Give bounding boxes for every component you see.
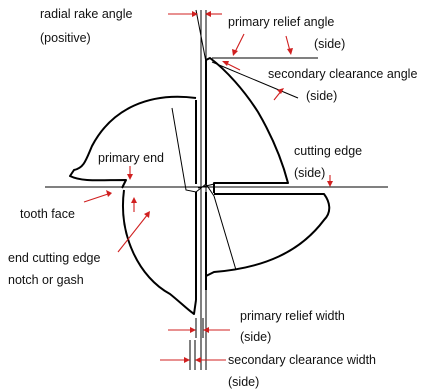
label-cutting-edge: cutting edge (294, 144, 362, 158)
tooth-top-right (205, 57, 289, 193)
secondary-clearance-angle-arrow-top-head (222, 61, 229, 66)
label-radial-rake-positive: (positive) (40, 31, 91, 45)
label-primary-relief-width: primary relief width (240, 309, 345, 323)
primary-end-face-lines (171, 107, 237, 271)
label-primary-relief-width-side: (side) (240, 330, 271, 344)
label-secondary-clearance-angle: secondary clearance angle (268, 67, 417, 81)
notch-gash-arrow (117, 213, 149, 253)
primary-relief-angle-arrow-left-head (232, 49, 238, 56)
cutting-edge-arrow-head (327, 181, 333, 187)
label-secondary-clearance-width: secondary clearance width (228, 353, 376, 367)
primary-relief-width-arrow-left-head (190, 327, 196, 333)
tooth-bottom-left (122, 189, 197, 315)
label-primary-relief-angle-side: (side) (314, 37, 345, 51)
label-radial-rake-angle: radial rake angle (40, 7, 132, 21)
label-primary-end: primary end (98, 151, 164, 165)
tooth-top-left (69, 95, 197, 189)
primary-relief-angle-arrow-right (285, 35, 291, 52)
tooth-bottom-right (205, 193, 331, 290)
secondary-clearance-angle-arrow-bottom-head (277, 88, 284, 94)
notch-gash-arrow-head (144, 211, 150, 218)
label-secondary-clearance-angle-side: (side) (306, 89, 337, 103)
secondary-clearance-angle-ref-line (211, 61, 299, 99)
radial-rake-arrow-right-head (205, 11, 211, 17)
primary-relief-angle-arrow-left (234, 33, 245, 53)
tooth-face-arrow (83, 193, 109, 203)
label-tooth-face: tooth face (20, 207, 75, 221)
primary-relief-width-arrow-right-head (203, 327, 209, 333)
annotation-arrows (83, 11, 333, 363)
tooth-face-arrow-head (106, 190, 112, 197)
secondary-clearance-width-arrow-left-head (184, 357, 190, 363)
label-cutting-edge-side: (side) (294, 166, 325, 180)
label-end-cutting-edge: end cutting edge (8, 251, 100, 265)
label-secondary-clearance-width-side: (side) (228, 375, 259, 389)
label-notch-or-gash: notch or gash (8, 273, 84, 287)
primary-end-arrow-up-head (131, 197, 137, 203)
radial-rake-arrow-left-head (192, 11, 198, 17)
secondary-clearance-width-arrow-right-head (195, 357, 201, 363)
radial-rake-ref-line (195, 9, 207, 63)
label-primary-relief-angle: primary relief angle (228, 15, 334, 29)
primary-relief-angle-arrow-right-head (287, 48, 293, 55)
primary-end-arrow-head (127, 174, 133, 180)
flute-line-upper (197, 183, 215, 189)
